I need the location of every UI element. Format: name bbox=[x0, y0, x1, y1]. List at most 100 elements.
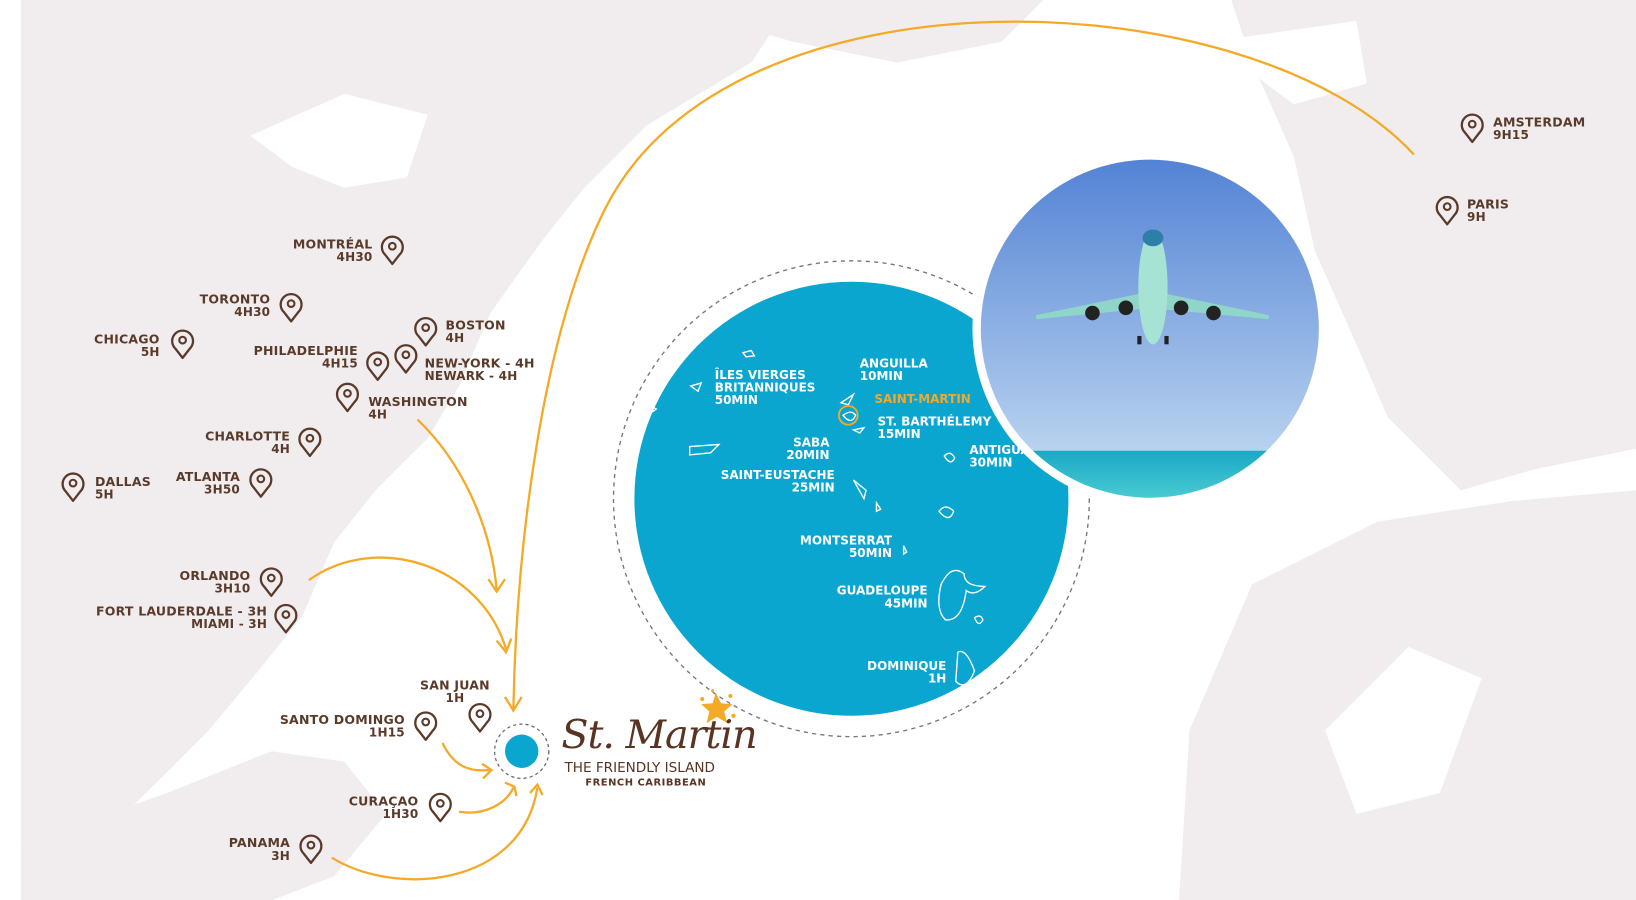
island-name: ANGUILLA bbox=[859, 355, 928, 371]
airplane-icon bbox=[1036, 229, 1269, 345]
map-pin-icon[interactable] bbox=[279, 290, 304, 323]
city-name: FORT LAUDERDALE - 3H bbox=[95, 604, 268, 619]
north-america-land bbox=[20, 0, 793, 846]
map-pin-icon[interactable] bbox=[170, 327, 195, 360]
city-name: SANTO DOMINGO bbox=[279, 712, 405, 728]
map-pin-icon[interactable] bbox=[1435, 193, 1460, 226]
city-name: CHICAGO bbox=[94, 331, 160, 347]
island-name: SAINT-MARTIN bbox=[874, 391, 971, 406]
city-name: DALLAS bbox=[94, 474, 151, 490]
map-pin-icon[interactable] bbox=[61, 470, 86, 503]
flight-time: 1H bbox=[445, 690, 465, 706]
sun-star-icon bbox=[700, 689, 736, 724]
island-name: MONTSERRAT bbox=[799, 533, 893, 548]
island-time: 45MIN bbox=[884, 595, 928, 611]
city-name: TORONTO bbox=[199, 292, 271, 307]
island-saint-martin: SAINT-MARTIN bbox=[874, 392, 970, 405]
city-name: ATLANTA bbox=[175, 469, 240, 485]
map-pin-icon[interactable] bbox=[297, 425, 322, 458]
flight-time: 9H15 bbox=[1493, 127, 1530, 142]
island-time: 1H bbox=[927, 670, 947, 686]
map-pin-icon[interactable] bbox=[413, 314, 438, 347]
island-time: 15MIN bbox=[877, 426, 921, 442]
route-europe bbox=[512, 20, 1415, 710]
flight-routes bbox=[308, 20, 1415, 881]
flight-time: 4H bbox=[445, 330, 465, 346]
island-time: 30MIN bbox=[969, 454, 1013, 470]
island-name: DOMINIQUE bbox=[867, 658, 947, 673]
map-pin-icon[interactable] bbox=[467, 700, 492, 733]
flight-time: 4H bbox=[271, 441, 291, 456]
city-name: WASHINGTON bbox=[368, 394, 468, 410]
flight-time: 1H15 bbox=[368, 725, 405, 740]
flight-time: MIAMI - 3H bbox=[191, 616, 268, 632]
flight-time: 4H bbox=[368, 406, 388, 422]
map-pin-icon[interactable] bbox=[1460, 111, 1485, 144]
europe-land bbox=[1231, 0, 1636, 491]
island-name: ÎLES VIERGES BRITANNIQUES bbox=[714, 367, 816, 395]
route-washington bbox=[416, 418, 498, 590]
island-time: 50MIN bbox=[848, 545, 893, 561]
map-pin-icon[interactable] bbox=[380, 233, 405, 266]
map-pin-icon[interactable] bbox=[259, 564, 284, 597]
route-santo-domingo bbox=[441, 742, 491, 772]
route-curacao bbox=[458, 787, 515, 814]
map-pin-icon[interactable] bbox=[365, 348, 390, 381]
city-name: NEW-YORK - 4H bbox=[424, 355, 535, 371]
map-pin-icon[interactable] bbox=[393, 341, 418, 374]
st-martin-locator bbox=[505, 734, 539, 768]
flight-time: 3H50 bbox=[204, 482, 240, 497]
map-pin-icon[interactable] bbox=[413, 708, 438, 741]
flight-time: 3H bbox=[271, 848, 291, 863]
st-martin-locator-ring bbox=[493, 723, 550, 780]
island-time: 50MIN bbox=[714, 392, 758, 407]
city-name: BOSTON bbox=[445, 318, 506, 333]
flight-time: 3H10 bbox=[214, 581, 251, 596]
flight-time: 5H bbox=[140, 344, 160, 359]
map-pin-icon[interactable] bbox=[298, 832, 323, 865]
island-name: ANTIGUA bbox=[969, 442, 1030, 458]
caribbean-inset-map bbox=[634, 281, 1069, 716]
central-america-land bbox=[20, 751, 387, 900]
island-name: SABA bbox=[793, 435, 830, 450]
zoom-ring bbox=[612, 260, 1090, 738]
map-pin-icon[interactable] bbox=[335, 380, 360, 413]
island-time: 10MIN bbox=[859, 368, 903, 383]
island-name: SAINT-EUSTACHE bbox=[720, 467, 835, 483]
route-orlando bbox=[308, 556, 508, 650]
island-name: GUADELOUPE bbox=[836, 583, 928, 598]
route-panama bbox=[331, 787, 539, 881]
logo-tagline: THE FRIENDLY ISLAND bbox=[564, 760, 715, 777]
map-pin-icon[interactable] bbox=[273, 601, 298, 634]
city-name: PANAMA bbox=[228, 835, 291, 851]
map-pin-icon[interactable] bbox=[428, 790, 453, 823]
map-pin-icon[interactable] bbox=[248, 465, 273, 498]
city-name: ORLANDO bbox=[179, 568, 251, 584]
